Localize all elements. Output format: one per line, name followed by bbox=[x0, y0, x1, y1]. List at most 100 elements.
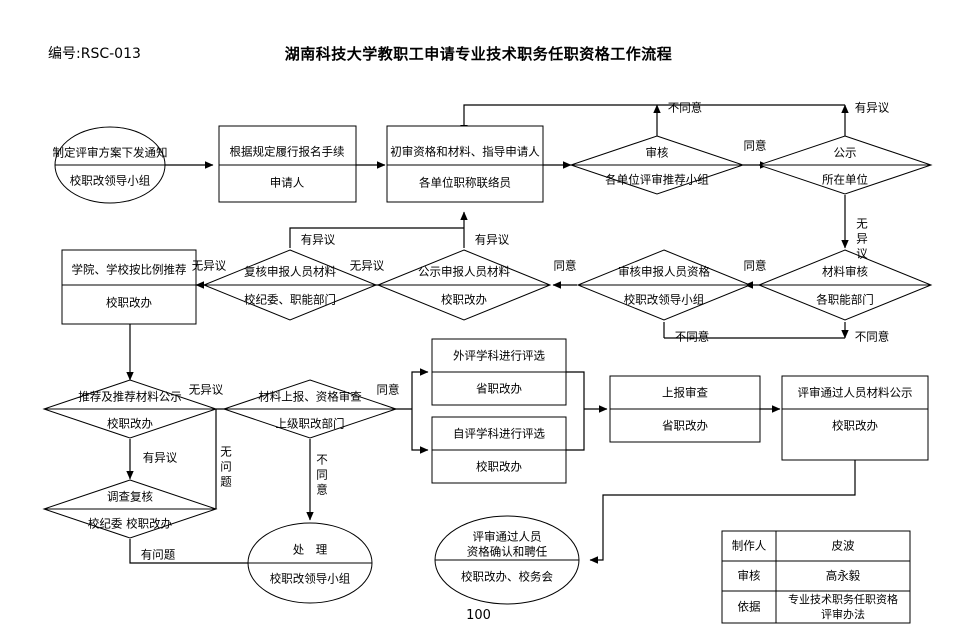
node-初审资格和材料指导申请人[interactable]: 初审资格和材料、指导申请人 各单位职称联络员 bbox=[386, 125, 544, 203]
edge-label-有异议-1: 有异议 bbox=[855, 101, 890, 115]
node-line2: 各单位评审推荐小组 bbox=[605, 173, 709, 187]
node-line2: 校纪委 校职改办 bbox=[88, 517, 173, 531]
page-title: 湖南科技大学教职工申请专业技术职务任职资格工作流程 bbox=[284, 45, 673, 63]
table-label-依据: 依据 bbox=[738, 600, 761, 614]
node-审核-各单位评审推荐小组[interactable]: 审核 各单位评审推荐小组 bbox=[569, 135, 745, 195]
document-number: 编号:RSC-013 bbox=[48, 46, 141, 62]
edge-label-无异议-3: 无异议 bbox=[189, 383, 224, 397]
node-line1: 调查复核 bbox=[107, 490, 153, 504]
edge-labels: 不同意 同意 有异议 无 异 议 不同意 同意 不同意 同意 有异议 无异议 有… bbox=[141, 101, 890, 562]
node-评审通过人员材料公示-校职改办[interactable]: 评审通过人员材料公示 校职改办 bbox=[781, 375, 929, 461]
edge-label-无异议-2: 无异议 bbox=[192, 259, 227, 273]
node-line1: 材料审核 bbox=[822, 265, 868, 279]
node-line2: 校纪委、职能部门 bbox=[244, 293, 336, 307]
node-line2: 校职改办 bbox=[441, 293, 487, 307]
info-table: 制作人 皮波 审核 高永毅 依据 专业技术职务任职资格 评审办法 bbox=[721, 530, 911, 624]
page-number: 100 bbox=[466, 608, 491, 623]
node-line2: 各职能部门 bbox=[816, 293, 874, 307]
node-line2: 各单位职称联络员 bbox=[419, 176, 511, 190]
edge-label-不同意-v3: 意 bbox=[316, 483, 328, 497]
node-line1: 复核申报人员材料 bbox=[244, 265, 336, 279]
edge-n12-n18 bbox=[129, 539, 263, 567]
table-label-制作人: 制作人 bbox=[732, 539, 767, 553]
node-line2: 校职改领导小组 bbox=[270, 572, 351, 586]
node-材料审核-各职能部门[interactable]: 材料审核 各职能部门 bbox=[757, 249, 933, 321]
table-label-审核: 审核 bbox=[738, 569, 761, 583]
node-line2: 省职改办 bbox=[662, 419, 708, 433]
node-line1: 根据规定履行报名手续 bbox=[230, 145, 345, 159]
node-line1: 评审通过人员材料公示 bbox=[798, 386, 913, 400]
node-line1: 上报审查 bbox=[662, 386, 708, 400]
node-复核申报人员材料-校纪委职能部门[interactable]: 复核申报人员材料 校纪委、职能部门 bbox=[202, 249, 378, 321]
node-根据规定履行报名手续[interactable]: 根据规定履行报名手续 申请人 bbox=[218, 125, 357, 203]
node-line1: 审核申报人员资格 bbox=[618, 265, 710, 279]
edge-label-同意-4: 同意 bbox=[377, 383, 400, 397]
table-value-依据-line2: 评审办法 bbox=[821, 607, 865, 621]
edge-label-有异议-2: 有异议 bbox=[475, 233, 510, 247]
edge-n9-dispute-rail bbox=[289, 227, 464, 248]
edge-label-无问题-v1: 无 bbox=[220, 445, 232, 459]
node-评审通过人员资格确认和聘任[interactable]: 评审通过人员 资格确认和聘任 校职改办、校务会 bbox=[434, 515, 580, 605]
edge-label-不同意-v2: 同 bbox=[316, 468, 328, 482]
node-上报审查-省职改办[interactable]: 上报审查 省职改办 bbox=[609, 375, 761, 443]
node-公示-所在单位[interactable]: 公示 所在单位 bbox=[757, 135, 933, 195]
node-line1: 处 理 bbox=[293, 543, 328, 557]
node-line2: 校职改办、校务会 bbox=[461, 570, 553, 584]
edge-n17-n19 bbox=[589, 460, 856, 564]
node-line2: 上级职改部门 bbox=[276, 417, 345, 431]
table-value-依据-line1: 专业技术职务任职资格 bbox=[788, 592, 898, 606]
node-line2: 所在单位 bbox=[822, 173, 868, 187]
node-line2: 校职改办 bbox=[107, 417, 153, 431]
node-line1: 公示 bbox=[834, 146, 857, 160]
node-外评学科进行评选-省职改办[interactable]: 外评学科进行评选 省职改办 bbox=[431, 338, 567, 406]
node-line2: 省职改办 bbox=[476, 382, 522, 396]
node-line2: 申请人 bbox=[270, 176, 305, 190]
table-value-审核: 高永毅 bbox=[826, 569, 861, 583]
edge-label-无问题-v3: 题 bbox=[220, 475, 232, 489]
node-审核申报人员资格-校职改领导小组[interactable]: 审核申报人员资格 校职改领导小组 bbox=[576, 249, 752, 321]
edge-label-同意-3: 同意 bbox=[554, 259, 577, 273]
edge-label-不同意-v1: 不 bbox=[316, 453, 328, 467]
node-公示申报人员材料-校职改办[interactable]: 公示申报人员材料 校职改办 bbox=[376, 249, 552, 321]
edge-label-同意-2: 同意 bbox=[744, 259, 767, 273]
edge-label-有异议-4: 有异议 bbox=[143, 451, 178, 465]
edge-n13-n14 bbox=[411, 368, 429, 409]
edge-label-无问题-v2: 问 bbox=[220, 460, 232, 474]
node-line1: 学院、学校按比例推荐 bbox=[72, 263, 187, 277]
node-line1: 公示申报人员材料 bbox=[418, 265, 510, 279]
node-line1: 材料上报、资格审查 bbox=[258, 390, 362, 404]
edge-n15-merge bbox=[566, 409, 585, 451]
node-line2: 校职改领导小组 bbox=[624, 293, 705, 307]
edge-label-无异议-v2: 异 bbox=[856, 232, 868, 246]
node-line1: 自评学科进行评选 bbox=[453, 427, 545, 441]
node-材料上报资格审查-上级职改部门[interactable]: 材料上报、资格审查 上级职改部门 bbox=[222, 379, 398, 439]
node-处理-校职改领导小组[interactable]: 处 理 校职改领导小组 bbox=[247, 522, 373, 604]
node-line1a: 评审通过人员 bbox=[473, 530, 542, 544]
node-line1b: 资格确认和聘任 bbox=[467, 545, 548, 559]
node-自评学科进行评选-校职改办[interactable]: 自评学科进行评选 校职改办 bbox=[431, 416, 567, 484]
node-line1: 外评学科进行评选 bbox=[453, 349, 545, 363]
table-value-制作人: 皮波 bbox=[832, 539, 855, 553]
edge-label-不同意-2: 不同意 bbox=[855, 330, 890, 344]
node-line2: 校职改办 bbox=[106, 296, 152, 310]
edge-label-无异议-v3: 议 bbox=[856, 247, 868, 261]
edge-label-有问题: 有问题 bbox=[141, 548, 176, 562]
node-line2: 校职改办 bbox=[832, 419, 878, 433]
node-line1: 制定评审方案下发通知 bbox=[53, 146, 168, 160]
edge-label-无异议-1: 无异议 bbox=[350, 259, 385, 273]
edge-n14-merge bbox=[566, 371, 585, 409]
node-line1: 审核 bbox=[646, 146, 669, 160]
node-推荐及推荐材料公示-校职改办[interactable]: 推荐及推荐材料公示 校职改办 bbox=[42, 379, 218, 439]
node-line2: 校职改领导小组 bbox=[70, 174, 151, 188]
node-line1: 初审资格和材料、指导申请人 bbox=[390, 145, 540, 159]
edge-label-同意-1: 同意 bbox=[744, 139, 767, 153]
node-学院学校按比例推荐-校职改办[interactable]: 学院、学校按比例推荐 校职改办 bbox=[61, 249, 197, 325]
node-制定评审方案下发通知[interactable]: 制定评审方案下发通知 校职改领导小组 bbox=[53, 126, 168, 204]
edge-label-有异议-3: 有异议 bbox=[301, 233, 336, 247]
edge-label-无异议-v1: 无 bbox=[856, 217, 868, 231]
edge-n13-n15 bbox=[411, 409, 429, 454]
edge-label-不同意-3: 不同意 bbox=[675, 330, 710, 344]
node-调查复核-校纪委校职改办[interactable]: 调查复核 校纪委 校职改办 bbox=[42, 479, 218, 539]
